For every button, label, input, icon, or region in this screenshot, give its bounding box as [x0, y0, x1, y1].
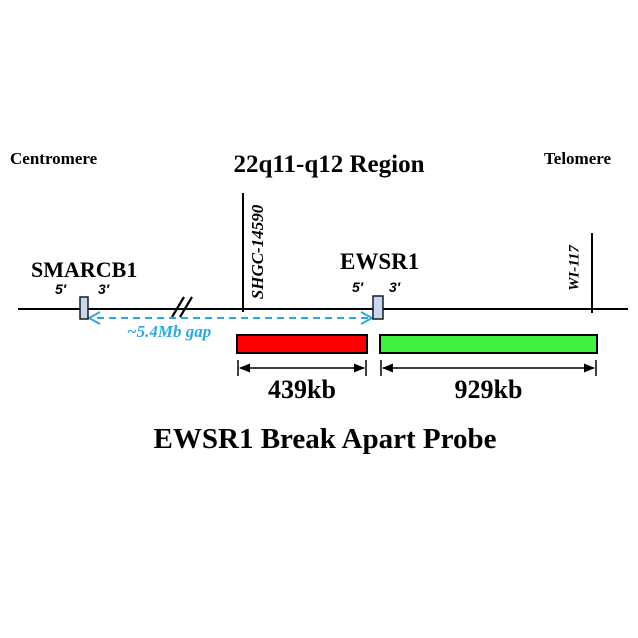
- red-probe-dimension-arrow: [237, 360, 367, 376]
- smarcb1-gene-marker: [79, 296, 89, 320]
- gap-size-label: ~5.4Mb gap: [127, 322, 212, 341]
- red-probe-bar: [236, 334, 368, 354]
- green-probe-size-label: 929kb: [454, 375, 523, 404]
- telomere-label: Telomere: [544, 149, 612, 168]
- probe-title: EWSR1 Break Apart Probe: [153, 423, 497, 455]
- smarcb1-three-prime-label: 3′: [98, 281, 110, 297]
- chromosome-break-icon: [171, 296, 193, 318]
- gap-arrow: [86, 311, 375, 325]
- ewsr1-gene-label: EWSR1: [340, 249, 420, 274]
- centromere-label: Centromere: [10, 149, 98, 168]
- ewsr1-three-prime-label: 3′: [389, 279, 401, 295]
- ewsr1-gene-marker: [372, 295, 384, 320]
- green-probe-dimension-arrow: [380, 360, 597, 376]
- smarcb1-gene-label: SMARCB1: [31, 257, 138, 282]
- region-title: 22q11-q12 Region: [233, 151, 425, 178]
- ewsr1-five-prime-label: 5′: [352, 279, 364, 295]
- sts-marker-shgc-14590-label: SHGC-14590: [248, 204, 267, 300]
- smarcb1-five-prime-label: 5′: [55, 281, 67, 297]
- red-probe-size-label: 439kb: [268, 375, 336, 404]
- green-probe-bar: [379, 334, 598, 354]
- sts-marker-wi-117-label: WI-117: [566, 245, 583, 291]
